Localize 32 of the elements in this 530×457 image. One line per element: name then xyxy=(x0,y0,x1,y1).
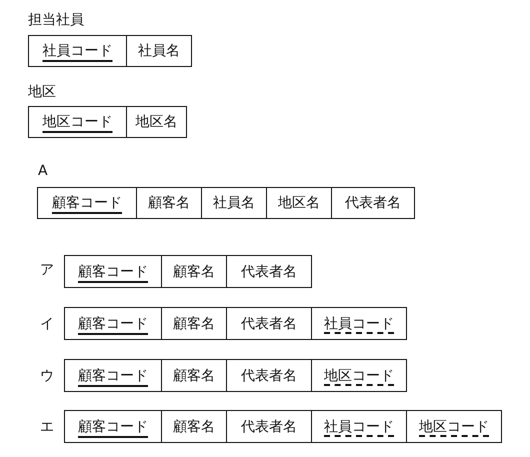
foreign-key-cell: 社員コード xyxy=(311,308,406,339)
attribute-cell: 顧客名 xyxy=(161,308,226,339)
primary-key-cell-text: 顧客コード xyxy=(77,366,149,386)
table-name: 担当社員 xyxy=(28,11,84,29)
attribute-cell: 社員名 xyxy=(126,36,191,66)
attribute-cell: 地区名 xyxy=(266,188,331,218)
attribute-cell: 代表者名 xyxy=(226,360,311,391)
primary-key-cell-text: 顧客コード xyxy=(77,262,149,282)
primary-key-cell-text: 社員コード xyxy=(42,42,114,61)
table-name: 地区 xyxy=(28,83,56,101)
foreign-key-cell: 地区コード xyxy=(311,360,406,391)
primary-key-cell-text: 顧客コード xyxy=(51,194,123,213)
attribute-cell: 地区名 xyxy=(126,107,186,137)
attribute-cell: 代表者名 xyxy=(226,308,311,339)
foreign-key-cell: 社員コード xyxy=(311,411,406,442)
table-name: イ xyxy=(40,315,54,333)
attribute-cell: 代表者名 xyxy=(226,411,311,442)
primary-key-cell-text: 顧客コード xyxy=(77,418,149,436)
attribute-cell: 顧客名 xyxy=(161,256,226,287)
primary-key-cell-text: 地区コード xyxy=(42,113,114,132)
attribute-cell: 代表者名 xyxy=(226,256,311,287)
primary-key-cell-text: 顧客コード xyxy=(77,314,149,334)
attribute-cell: 顧客名 xyxy=(136,188,201,218)
table-name: A xyxy=(38,163,48,179)
table-name: ア xyxy=(40,261,54,279)
attribute-cell: 顧客名 xyxy=(161,360,226,391)
attribute-cell: 社員名 xyxy=(201,188,266,218)
attribute-cell: 代表者名 xyxy=(331,188,414,218)
table-name: ウ xyxy=(40,367,54,385)
attribute-cell: 顧客名 xyxy=(161,411,226,442)
foreign-key-cell: 地区コード xyxy=(406,411,501,442)
table-name: エ xyxy=(40,418,54,436)
